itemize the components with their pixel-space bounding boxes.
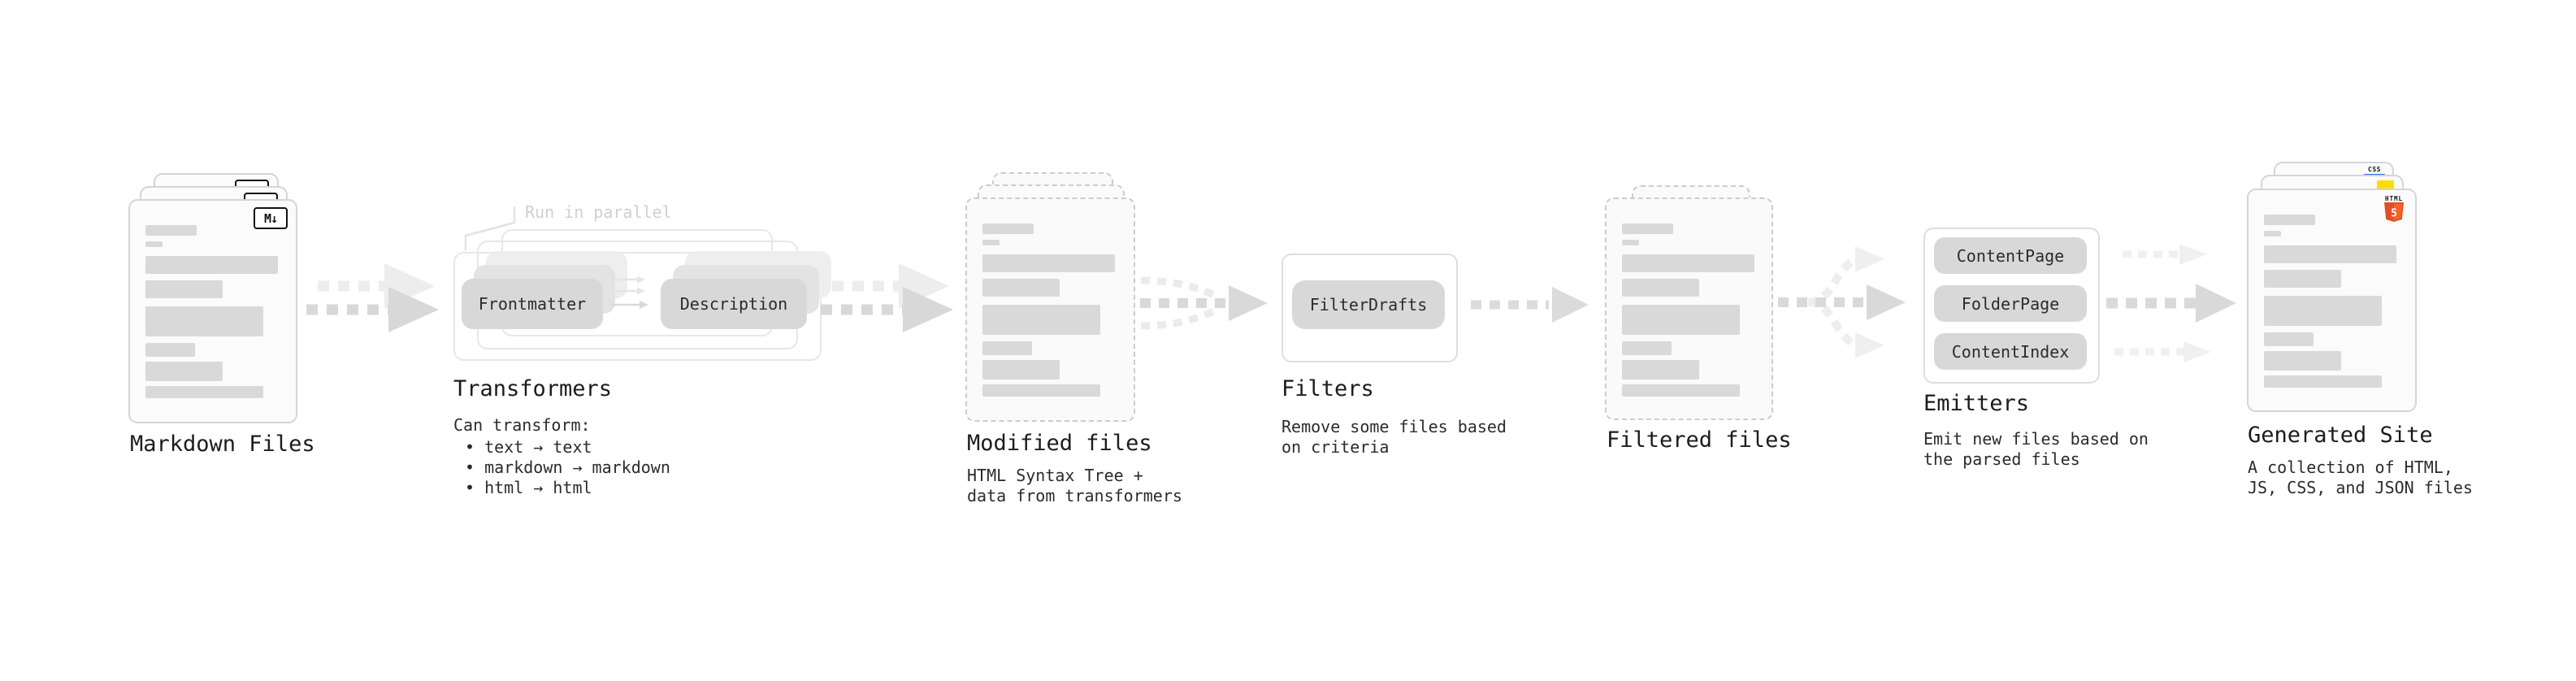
transformers-description: Can transform: <box>453 415 591 435</box>
description-line: the parsed files <box>1923 449 2080 469</box>
bullet-item: • markdown → markdown <box>465 458 670 477</box>
placeholder-bar <box>145 306 263 336</box>
description-line: JS, CSS, and JSON files <box>2248 478 2473 497</box>
placeholder-bar <box>2264 296 2382 326</box>
stage-title-generated-site: Generated Site <box>2248 423 2433 448</box>
placeholder-bar <box>1622 279 1699 297</box>
frontmatter-box: Frontmatter <box>462 279 603 329</box>
arrow-markdown-to-transformers <box>306 263 439 332</box>
stage-title-emitters: Emitters <box>1923 391 2030 416</box>
arrow-frontmatter-to-description <box>611 275 648 309</box>
description-line: data from transformers <box>967 486 1182 505</box>
placeholder-bar <box>1622 240 1639 245</box>
generated-html-file-card: HTML 5 <box>2247 189 2417 412</box>
placeholder-bar <box>982 223 1034 234</box>
javascript-icon <box>2377 180 2394 189</box>
stage-title-filters: Filters <box>1281 376 1374 401</box>
transformers-bullet-list: • text → text • markdown → markdown • ht… <box>465 437 670 498</box>
css-icon-label: CSS <box>2368 166 2381 173</box>
placeholder-bar <box>2264 375 2382 388</box>
bullet-item: • html → html <box>465 478 592 497</box>
placeholder-bar <box>982 305 1100 335</box>
placeholder-bar <box>1622 305 1740 335</box>
html5-icon: HTML 5 <box>2383 195 2405 222</box>
html5-icon-label: HTML <box>2384 195 2404 202</box>
contentindex-box: ContentIndex <box>1934 333 2087 370</box>
modified-files-description: HTML Syntax Tree + data from transformer… <box>967 466 1182 506</box>
placeholder-bar <box>145 256 278 274</box>
placeholder-bar <box>1622 341 1672 355</box>
description-line: Remove some files based <box>1281 417 1507 436</box>
placeholder-bar <box>2264 245 2396 263</box>
filtered-file-card <box>1605 197 1773 420</box>
arrow-filters-to-filtered <box>1471 287 1589 323</box>
placeholder-bar <box>145 386 263 398</box>
stage-title-modified-files: Modified files <box>967 431 1152 456</box>
contentpage-box: ContentPage <box>1934 237 2087 274</box>
placeholder-bar <box>145 343 195 357</box>
placeholder-bar <box>982 360 1060 380</box>
placeholder-bar <box>1622 360 1699 380</box>
markdown-icon: M↓ <box>254 207 288 229</box>
stage-title-filtered-files: Filtered files <box>1607 427 1792 453</box>
description-line: HTML Syntax Tree + <box>967 466 1143 485</box>
placeholder-bar <box>1622 384 1740 397</box>
placeholder-bar <box>982 254 1115 272</box>
description-line: on criteria <box>1281 437 1390 457</box>
placeholder-bar <box>2264 231 2281 236</box>
arrow-emitters-to-generated <box>2106 244 2236 362</box>
stage-title-transformers: Transformers <box>453 376 613 401</box>
placeholder-bar <box>145 362 223 381</box>
html5-shield: 5 <box>2384 202 2404 222</box>
annotation-leader-line <box>464 206 516 250</box>
description-line: A collection of HTML, <box>2248 458 2453 477</box>
placeholder-bar <box>982 279 1060 297</box>
stage-title-markdown-files: Markdown Files <box>130 432 315 457</box>
bullet-item: • text → text <box>465 437 592 457</box>
placeholder-bar <box>2264 351 2341 371</box>
filterdrafts-box: FilterDrafts <box>1292 280 1445 329</box>
placeholder-bar <box>2264 332 2314 346</box>
placeholder-bar <box>145 241 163 247</box>
placeholder-bar <box>1622 254 1754 272</box>
placeholder-bar <box>982 240 1000 245</box>
placeholder-bar <box>982 341 1032 355</box>
placeholder-bar <box>2264 215 2315 225</box>
generated-site-description: A collection of HTML, JS, CSS, and JSON … <box>2248 458 2473 498</box>
markdown-file-card: M↓ <box>128 199 297 423</box>
modified-file-card <box>965 197 1135 422</box>
placeholder-bar <box>2264 270 2341 288</box>
description-line: Emit new files based on <box>1923 429 2149 449</box>
placeholder-bar <box>145 225 197 236</box>
filters-description: Remove some files based on criteria <box>1281 417 1507 458</box>
placeholder-bar <box>982 384 1100 397</box>
arrow-modified-to-filters-merge <box>1140 276 1268 330</box>
arrow-filtered-to-emitters-split <box>1778 246 1906 358</box>
run-in-parallel-annotation: Run in parallel <box>525 202 672 222</box>
folderpage-box: FolderPage <box>1934 285 2087 322</box>
placeholder-bar <box>145 280 223 298</box>
arrow-transformers-to-modified <box>821 263 953 332</box>
description-box: Description <box>661 279 807 329</box>
placeholder-bar <box>1622 223 1673 234</box>
emitters-description: Emit new files based on the parsed files <box>1923 429 2149 470</box>
html5-digit: 5 <box>2391 208 2397 220</box>
